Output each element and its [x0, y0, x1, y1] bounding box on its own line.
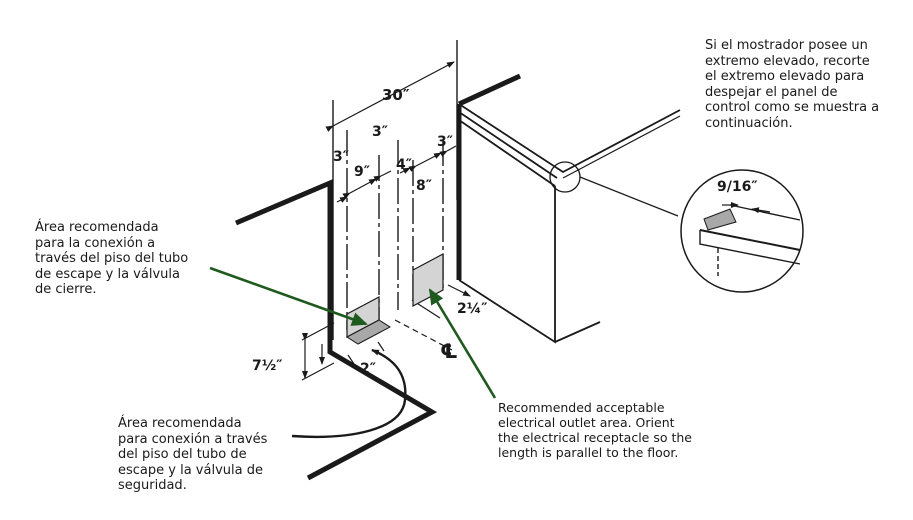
right-cabinet-shading: [562, 115, 681, 179]
extension-lines: [332, 40, 458, 340]
dim-detail: 9/16″: [717, 179, 758, 195]
drain-floor-area: [346, 319, 391, 345]
dim-center-offset: 3″: [372, 124, 388, 140]
right-cabinet-top-edge: [457, 73, 522, 107]
left-cabinet-wall: [235, 179, 438, 481]
right-cabinet-outline: [458, 103, 681, 344]
dimension-lines: [301, 61, 471, 381]
electrical-outlet-note: Recommended acceptable electrical outlet…: [498, 400, 692, 460]
drain-pointer-arrow: [209, 266, 368, 326]
seguridad-leader-line: [291, 348, 407, 439]
countertop-note: Si el mostrador posee un extremo elevado…: [705, 38, 880, 131]
dim-width-total: 30″: [382, 86, 410, 104]
dim-height: 7½″: [252, 358, 283, 374]
dim-depth-left: 2″: [360, 361, 376, 377]
dim-right-offset: 3″: [437, 134, 453, 150]
dim-right-area: 8″: [416, 178, 432, 194]
detail-view-countertop: [699, 202, 801, 276]
detail-view-circle: [680, 169, 804, 293]
centerline-symbol: ℄: [440, 339, 458, 363]
seguridad-area-note: Área recomendada para conexión a través …: [118, 416, 268, 493]
dim-left-offset: 3″: [333, 149, 349, 165]
dim-left-area: 9″: [354, 164, 370, 180]
dim-center-gap: 4″: [396, 157, 412, 173]
electrical-outlet-area: [412, 253, 444, 307]
dim-depth-right: 2¼″: [457, 301, 488, 317]
electrical-pointer-arrow: [428, 288, 497, 399]
drain-area-note: Área recomendada para la conexión a trav…: [35, 220, 189, 297]
detail-leader-line: [579, 176, 679, 217]
